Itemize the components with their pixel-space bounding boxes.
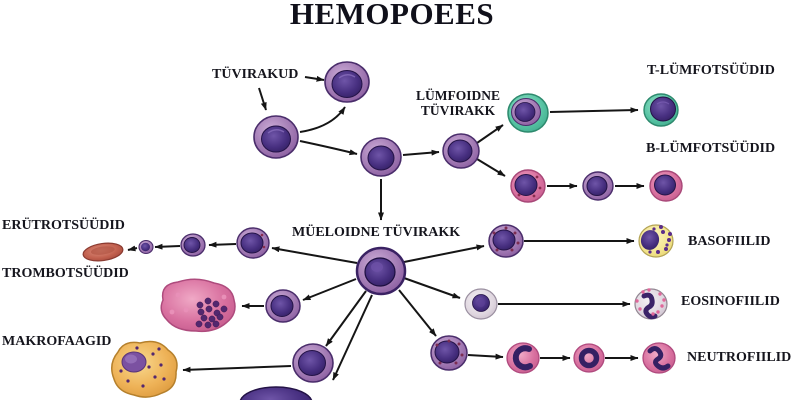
label-eosinophils: EOSINOFIILID [681,294,780,309]
arrow [258,87,267,111]
arrow [398,289,437,337]
arrow [403,277,461,299]
page-title: HEMOPOEES [289,0,495,31]
progenitor-cell [442,133,480,169]
neutrophil-cell [642,342,676,374]
erythroid-precursor-3 [138,239,154,255]
arrow [154,243,181,250]
t-lymphocyte-cell [643,93,679,127]
arrow [304,75,325,82]
arrow [302,278,357,301]
label-basophils: BASOFIILID [688,234,771,249]
b-lymphocyte-cell [649,170,683,202]
stem-cell-left [253,115,299,159]
arrow [402,149,440,156]
arrow [332,294,373,381]
erythroid-precursor-2 [180,233,206,257]
arrow [549,107,639,114]
label-lymphoid-stem: LÜMFOIDNE TÜVIRAKK [406,88,510,118]
label-thrombocytes: TROMBOTSÜÜDID [2,266,129,281]
arrow [476,124,504,144]
macrophage-precursor-cell [292,343,334,383]
stem-cell-mid [360,137,402,177]
label-neutrophils: NEUTROFIILID [687,350,792,365]
megakaryocyte-precursor-cell [265,289,301,323]
arrow [208,241,237,248]
megakaryocyte-cell [160,278,236,333]
arrow [182,365,292,373]
label-lymphoid-stem-line2: TÜVIRAKK [420,103,496,118]
arrow [403,244,485,263]
b-precursor-cell [510,169,546,203]
neutrophil-band-cell-1 [506,342,540,374]
label-t-lymphocytes: T-LÜMFOTSÜÜDID [647,63,775,78]
label-erythrocytes: ERÜTROTSÜÜDID [2,218,125,233]
eosinophil-cell [634,288,668,320]
arrow [271,246,358,264]
arrow [325,290,367,347]
label-macrophages: MAKROFAAGID [2,334,112,349]
arrows [127,75,645,381]
label-b-lymphocytes: B-LÜMFOTSÜÜDID [646,141,776,156]
partial-cell-bottom [239,386,313,400]
arrow [127,245,138,252]
macrophage-cell [111,340,178,398]
neutrophil-precursor-cell [430,335,468,371]
myeloid-stem-cell [355,246,407,296]
b-intermediate-cell [582,171,614,201]
arrow [476,158,506,177]
neutrophil-band-cell-2 [573,343,605,373]
eosinophil-precursor-cell [464,288,498,320]
stem-cell-top [324,61,370,103]
erythroid-precursor-1 [236,227,270,259]
arrow [467,353,504,360]
label-stem-cells: TÜVIRAKUD [212,67,299,82]
erythrocyte-cell [82,242,124,262]
label-myeloid-stem: MÜELOIDNE TÜVIRAKK [292,225,461,240]
basophil-cell [638,224,674,258]
arrow [299,140,358,156]
basophil-precursor-cell [488,224,524,258]
lymphoid-stem-cell [507,93,549,133]
label-lymphoid-stem-line1: LÜMFOIDNE [416,88,500,103]
arrow [299,106,346,133]
